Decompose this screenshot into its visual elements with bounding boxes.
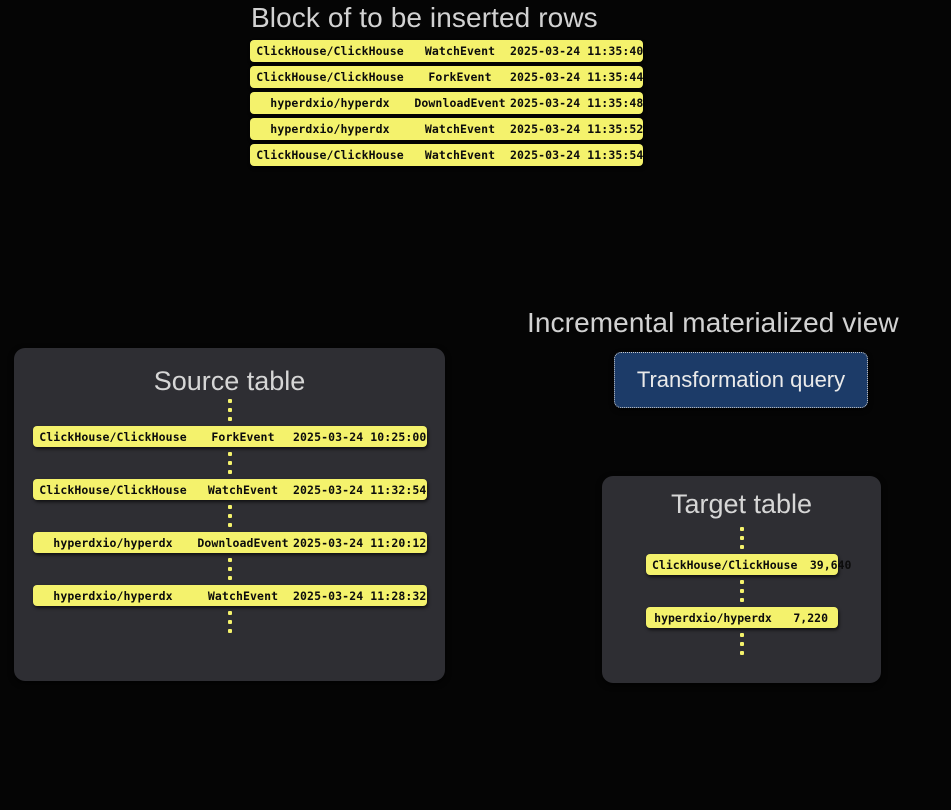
table-row: hyperdxio/hyperdx DownloadEvent 2025-03-24… xyxy=(250,92,643,114)
table-row: hyperdxio/hyperdx WatchEvent 2025-03-24 11… xyxy=(33,585,427,606)
row-repo: ClickHouse/ClickHouse xyxy=(39,429,187,444)
table-row: hyperdxio/hyperdx 7,220 xyxy=(646,607,838,628)
ellipsis-dot xyxy=(228,470,232,474)
row-gap-dots xyxy=(740,633,744,655)
table-row: hyperdxio/hyperdx DownloadEvent 2025-03-24… xyxy=(33,532,427,553)
row-event: DownloadEvent xyxy=(197,535,289,550)
ellipsis-dot xyxy=(228,514,232,518)
row-event: ForkEvent xyxy=(428,70,492,84)
row-repo: ClickHouse/ClickHouse xyxy=(652,557,798,572)
row-gap-dots xyxy=(228,452,232,474)
row-gap-dots xyxy=(740,580,744,602)
table-row: ClickHouse/ClickHouse WatchEvent 2025-03-2… xyxy=(250,144,643,166)
table-row: ClickHouse/ClickHouse WatchEvent 2025-03-2… xyxy=(33,479,427,500)
insert-block-title: Block of to be inserted rows xyxy=(251,2,598,33)
ellipsis-dot xyxy=(740,589,744,593)
row-timestamp: 2025-03-24 11:35:54 xyxy=(510,148,643,162)
row-repo: ClickHouse/ClickHouse xyxy=(256,44,404,58)
ellipsis-dot xyxy=(740,536,744,540)
ellipsis-dot xyxy=(228,452,232,456)
source-table-rows: ClickHouse/ClickHouse ForkEvent 2025-03-24… xyxy=(33,394,427,638)
row-event: WatchEvent xyxy=(424,122,496,136)
row-more-ellipsis: ... xyxy=(426,483,427,497)
row-timestamp: 2025-03-24 10:25:00 xyxy=(293,429,427,444)
table-row: ClickHouse/ClickHouse ForkEvent 2025-03-24… xyxy=(33,426,427,447)
row-repo: hyperdxio/hyperdx xyxy=(270,122,390,136)
row-more-ellipsis: ... xyxy=(426,430,427,444)
source-table-card: Source table ClickHouse/ClickHouse ForkEv… xyxy=(14,348,445,681)
target-table-card: Target table ClickHouse/ClickHouse 39,640… xyxy=(602,476,881,683)
ellipsis-dot xyxy=(228,461,232,465)
ellipsis-dot xyxy=(228,417,232,421)
table-row: hyperdxio/hyperdx WatchEvent 2025-03-24 11… xyxy=(250,118,643,140)
table-row: ClickHouse/ClickHouse ForkEvent 2025-03-24… xyxy=(250,66,643,88)
ellipsis-dot xyxy=(228,408,232,412)
ellipsis-dot xyxy=(228,620,232,624)
row-repo: hyperdxio/hyperdx xyxy=(654,610,772,625)
ellipsis-dot xyxy=(740,527,744,531)
row-timestamp: 2025-03-24 11:32:54 xyxy=(293,482,427,497)
target-table-rows: ClickHouse/ClickHouse 39,640 hyperdxio/hyp… xyxy=(646,522,851,660)
ellipsis-dot xyxy=(228,523,232,527)
ellipsis-dot xyxy=(228,558,232,562)
ellipsis-dot xyxy=(740,651,744,655)
row-gap-dots xyxy=(228,505,232,527)
row-timestamp: 2025-03-24 11:35:40 xyxy=(510,44,643,58)
row-more-ellipsis: ... xyxy=(426,536,427,550)
row-timestamp: 2025-03-24 11:35:48 xyxy=(510,96,643,110)
ellipsis-dot xyxy=(740,545,744,549)
row-repo: hyperdxio/hyperdx xyxy=(53,588,173,603)
row-event: ForkEvent xyxy=(211,429,275,444)
row-repo: ClickHouse/ClickHouse xyxy=(39,482,187,497)
row-timestamp: 2025-03-24 11:35:52 xyxy=(510,122,643,136)
row-gap-dots xyxy=(740,527,744,549)
ellipsis-dot xyxy=(228,576,232,580)
row-timestamp: 2025-03-24 11:28:32 xyxy=(293,588,427,603)
row-gap-dots xyxy=(228,611,232,633)
ellipsis-dot xyxy=(228,505,232,509)
row-gap-dots xyxy=(228,399,232,421)
source-table-title: Source table xyxy=(153,366,306,396)
table-row: ClickHouse/ClickHouse 39,640 xyxy=(646,554,851,575)
row-event: WatchEvent xyxy=(424,44,496,58)
ellipsis-dot xyxy=(228,399,232,403)
row-count: 39,640 xyxy=(809,557,852,572)
ellipsis-dot xyxy=(740,580,744,584)
row-repo: ClickHouse/ClickHouse xyxy=(256,148,404,162)
row-repo: ClickHouse/ClickHouse xyxy=(256,70,404,84)
materialized-view-title: Incremental materialized view xyxy=(527,307,899,338)
row-event: DownloadEvent xyxy=(414,96,506,110)
row-event: WatchEvent xyxy=(207,588,279,603)
ellipsis-dot xyxy=(228,629,232,633)
ellipsis-dot xyxy=(228,567,232,571)
row-gap-dots xyxy=(228,558,232,580)
target-table-title: Target table xyxy=(670,489,813,519)
row-timestamp: 2025-03-24 11:20:12 xyxy=(293,535,427,550)
transformation-query-box[interactable]: Transformation query xyxy=(614,352,868,408)
ellipsis-dot xyxy=(740,598,744,602)
row-event: WatchEvent xyxy=(424,148,496,162)
ellipsis-dot xyxy=(228,611,232,615)
ellipsis-dot xyxy=(740,633,744,637)
row-more-ellipsis: ... xyxy=(426,589,427,603)
row-count: 7,220 xyxy=(793,610,828,625)
ellipsis-dot xyxy=(740,642,744,646)
row-timestamp: 2025-03-24 11:35:44 xyxy=(510,70,643,84)
transformation-query-label: Transformation query xyxy=(636,367,846,392)
row-repo: hyperdxio/hyperdx xyxy=(270,96,390,110)
row-repo: hyperdxio/hyperdx xyxy=(53,535,173,550)
row-event: WatchEvent xyxy=(207,482,279,497)
table-row: ClickHouse/ClickHouse WatchEvent 2025-03-2… xyxy=(250,40,643,62)
